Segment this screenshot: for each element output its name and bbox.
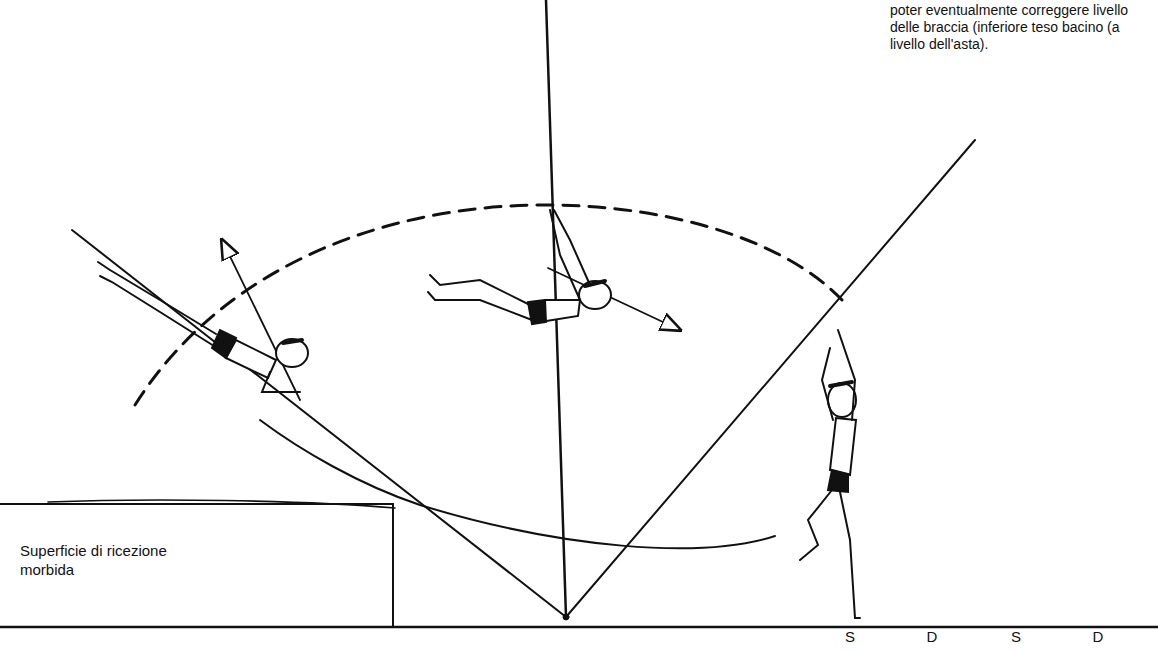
landing-mat: Superficie di ricezione morbida [0,504,393,627]
note-text: poter eventualmente correggere livello d… [890,2,1152,52]
foot-mark: S [1006,628,1026,646]
foot-mark: D [922,628,942,646]
athlete-swing [428,210,611,324]
mat-top-line [48,500,395,508]
node-text: Superficie di ricezione morbida [20,542,200,580]
mat-outline [0,504,393,627]
foot-mark: S [840,628,860,646]
foot-mark: D [1088,628,1108,646]
pivot [563,614,569,620]
foot-path [260,420,775,548]
athlete-release [98,262,308,392]
athlete-takeoff [800,330,860,618]
dashed-trajectory [135,205,842,405]
direction-arrow [222,240,300,400]
ground-line [0,626,1158,629]
